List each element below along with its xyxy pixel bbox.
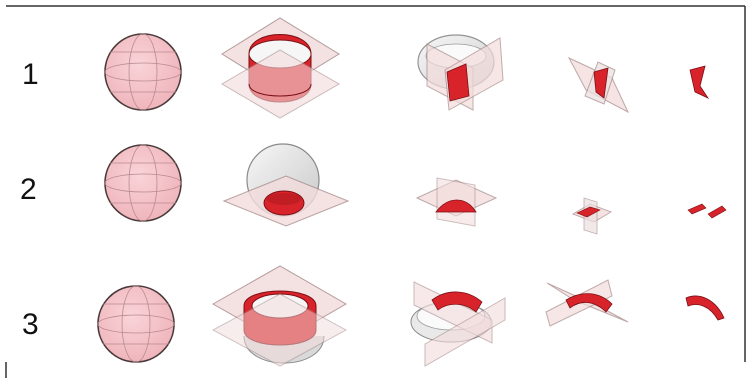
row-label-3: 3: [22, 308, 39, 341]
sphere-band-two-planes-row1: [222, 18, 339, 118]
patch-pieces-row2: [688, 204, 726, 218]
small-patch-planes-row2: [573, 198, 611, 234]
row-label-2: 2: [20, 173, 37, 206]
band-patch-row3: [686, 296, 724, 320]
patch-with-planes-row1: [569, 58, 628, 112]
sphere-row2: [105, 145, 181, 221]
sphere-lune-vertical-planes-row1: [418, 35, 503, 110]
row-label-1: 1: [22, 58, 39, 91]
band-segment-crossed-planes-row3: [411, 282, 505, 366]
sphere-row3: [98, 286, 174, 362]
sphere-cap-one-plane-row2: [224, 144, 348, 226]
cap-patch-two-planes-row2: [417, 178, 496, 226]
patch-row1: [690, 66, 708, 98]
sphere-band-two-planes-row3: [213, 266, 346, 366]
band-patch-planes-row3: [546, 280, 628, 326]
sphere-row1: [105, 34, 181, 110]
